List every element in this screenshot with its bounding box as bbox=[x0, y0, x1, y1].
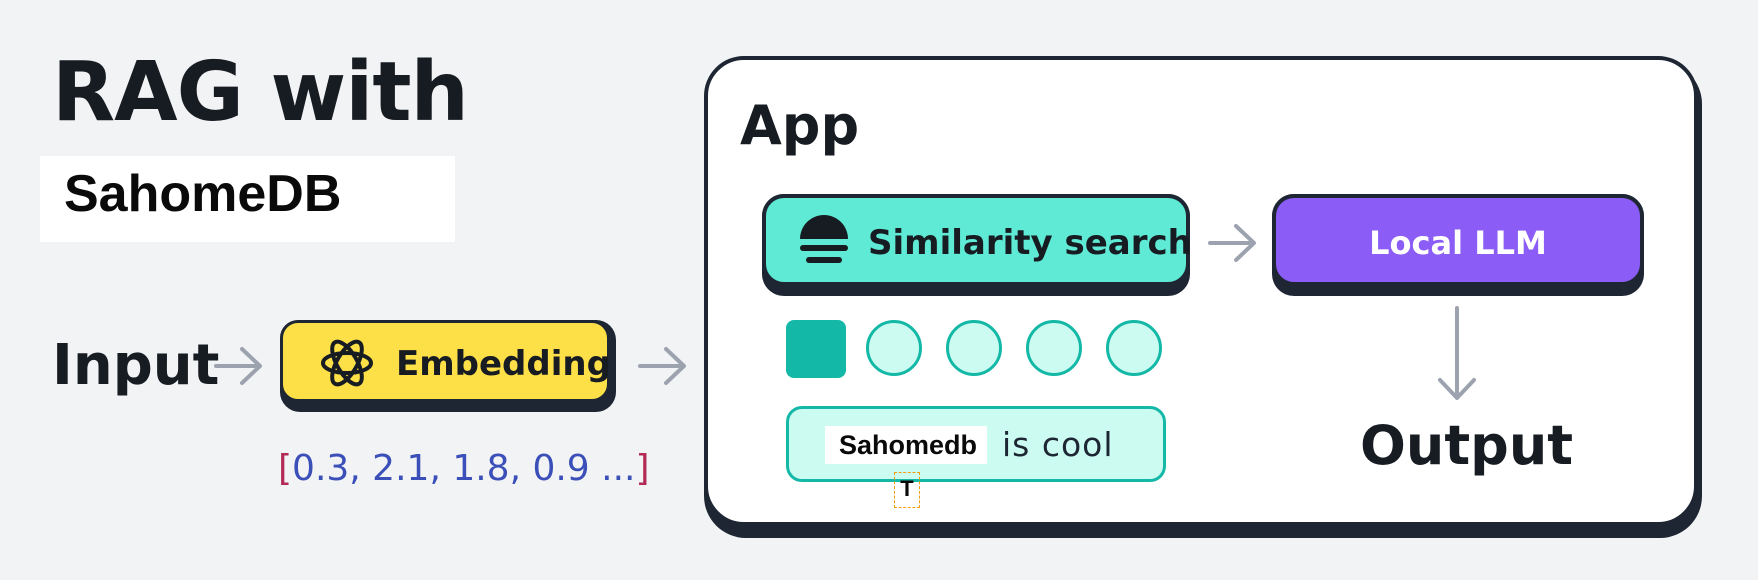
text-cursor-label: T bbox=[900, 476, 914, 501]
vector-node bbox=[866, 320, 922, 376]
title-highlight-box bbox=[40, 156, 455, 242]
embedding-label: Embedding bbox=[396, 344, 611, 384]
output-label: Output bbox=[1360, 414, 1574, 477]
similarity-search-box bbox=[762, 194, 1190, 286]
document-text: is cool bbox=[1002, 425, 1114, 464]
vector-node bbox=[1106, 320, 1162, 376]
vector-values: 0.3, 2.1, 1.8, 0.9 ... bbox=[292, 448, 636, 489]
similarity-search-label: Similarity search bbox=[868, 223, 1192, 263]
vector-node bbox=[946, 320, 1002, 376]
local-llm-box bbox=[1272, 194, 1644, 286]
similarity-to-llm-arrow-icon bbox=[1208, 224, 1256, 262]
text-cursor-marker bbox=[894, 472, 920, 508]
app-title: App bbox=[740, 94, 860, 157]
title-line-1: RAG with bbox=[52, 45, 469, 140]
input-arrow-icon bbox=[214, 347, 262, 385]
database-stack-icon bbox=[800, 215, 848, 263]
embedding-box bbox=[280, 320, 610, 402]
input-label: Input bbox=[52, 333, 220, 398]
title-line-2: SahomeDB bbox=[64, 165, 342, 223]
openai-logo-icon bbox=[321, 339, 373, 387]
vector-close-bracket: ] bbox=[635, 448, 650, 489]
selected-vector-node bbox=[786, 320, 846, 378]
vector-open-bracket: [ bbox=[278, 448, 293, 489]
document-highlight-box bbox=[825, 426, 987, 464]
local-llm-label: Local LLM bbox=[1369, 224, 1547, 262]
document-highlight-text: Sahomedb bbox=[839, 430, 978, 460]
embedding-to-app-arrow-icon bbox=[638, 347, 686, 385]
vector-node bbox=[1026, 320, 1082, 376]
embedding-vector: [0.3, 2.1, 1.8, 0.9 ...] bbox=[278, 446, 650, 492]
llm-to-output-arrow-icon bbox=[1438, 306, 1476, 400]
